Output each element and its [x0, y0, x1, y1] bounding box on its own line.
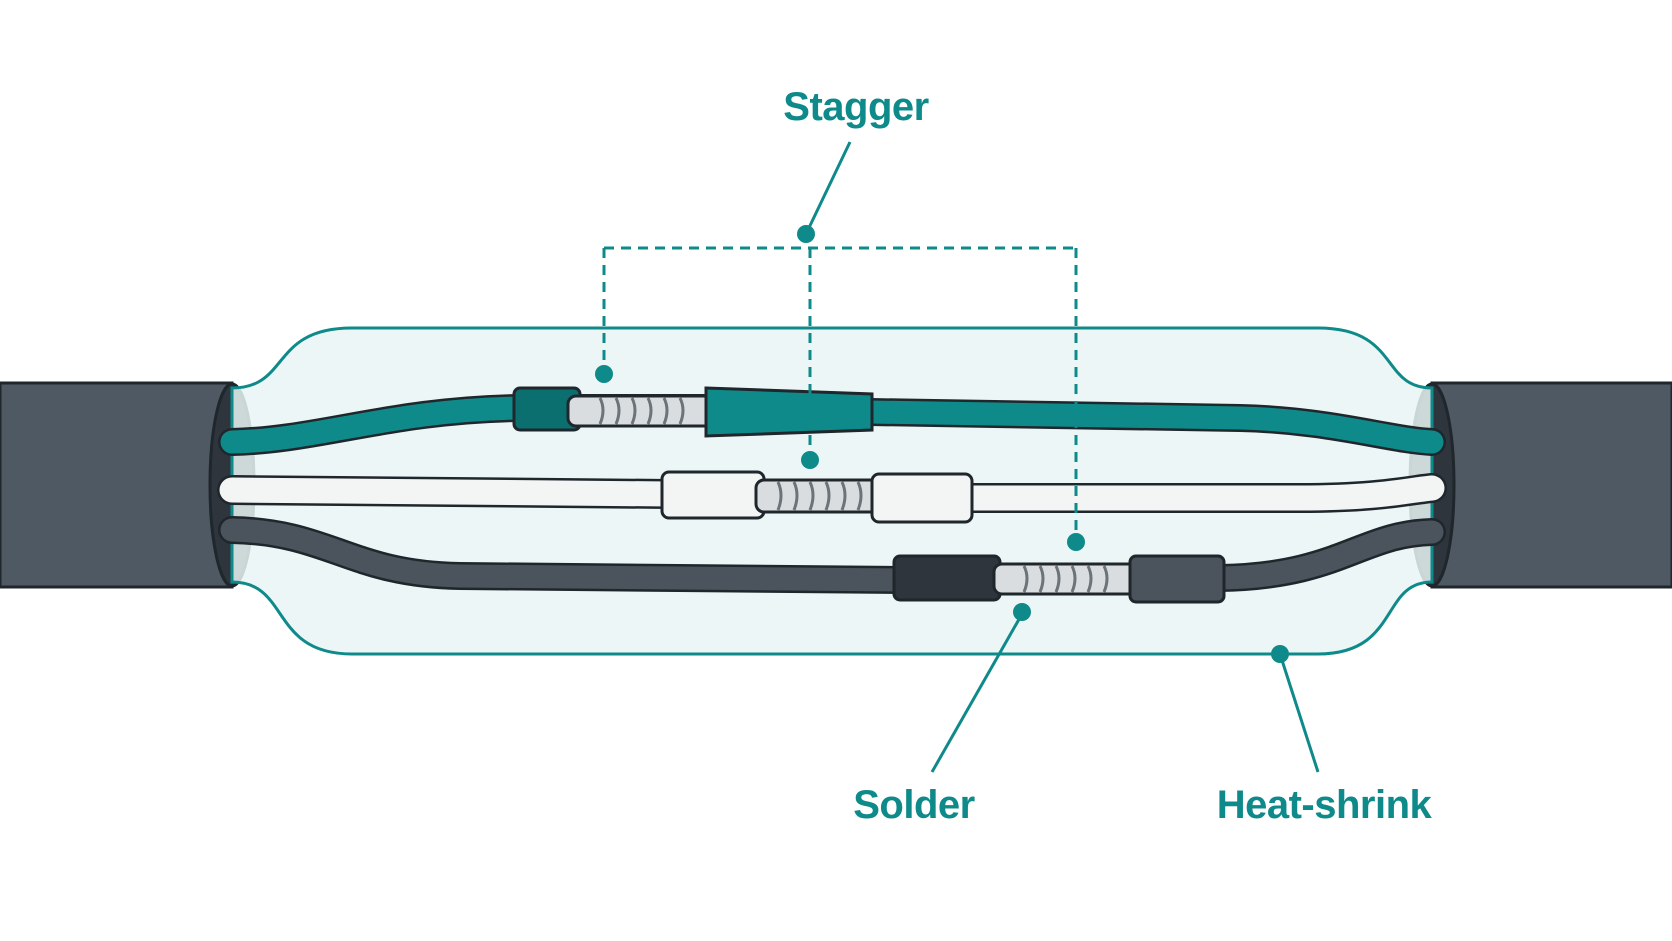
solder-dot-icon [1013, 603, 1031, 621]
left-cable-jacket [0, 381, 256, 589]
stagger-leader [804, 141, 852, 235]
callout-leaders [804, 141, 1320, 773]
gray-stagger-dot-icon [1067, 533, 1085, 551]
gray-solder-joint [992, 562, 1144, 596]
teal-insulation-sleeve-right [704, 386, 874, 438]
right-cable-jacket [1408, 381, 1672, 589]
callout-dots [595, 225, 1289, 663]
gray-wire [218, 516, 1446, 604]
gray-insulation-sleeve-right [1128, 554, 1226, 604]
teal-solder-coil [598, 397, 685, 425]
white-solder-joint [754, 478, 890, 514]
teal-stagger-dot-icon [595, 365, 613, 383]
heat-shrink-leader [1278, 653, 1320, 773]
gray-insulation-sleeve-left [892, 554, 1002, 602]
stagger-top-dot-icon [797, 225, 815, 243]
white-insulation-sleeve-right [870, 472, 974, 524]
solder-leader [930, 613, 1024, 773]
white-insulation-sleeve-left [660, 470, 766, 520]
gray-solder-coil [1022, 565, 1109, 593]
white-solder-coil [776, 481, 863, 511]
stagger-bracket [602, 246, 1078, 540]
white-wire [217, 470, 1447, 524]
heat-shrink-dot-icon [1271, 645, 1289, 663]
stagger-label: Stagger [783, 85, 928, 129]
teal-wire [218, 386, 1446, 456]
white-stagger-dot-icon [801, 451, 819, 469]
heat-shrink-label: Heat-shrink [1217, 783, 1433, 827]
solder-label: Solder [853, 783, 974, 827]
teal-solder-joint [566, 394, 720, 428]
